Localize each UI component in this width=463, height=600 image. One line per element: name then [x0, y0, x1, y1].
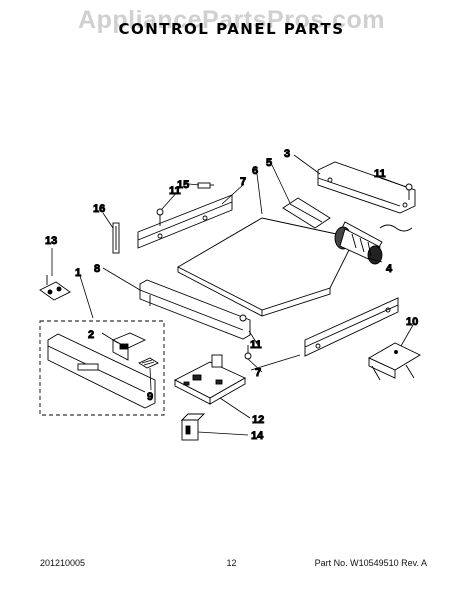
part-rear-rail	[317, 161, 416, 214]
part-front-rail	[139, 279, 251, 340]
page-title: CONTROL PANEL PARTS	[118, 20, 345, 38]
part-screw-11-top	[156, 208, 164, 226]
watermark: AppliancePartsPros.com	[78, 6, 385, 34]
callout-2: 2	[88, 329, 94, 341]
callout-13: 13	[45, 235, 57, 247]
leader-lines	[51, 154, 414, 436]
callout-7-upper: 7	[240, 176, 246, 188]
footer-doc-number: 201210005	[40, 558, 86, 568]
callout-7-lower: 7	[255, 367, 261, 379]
callout-12: 12	[252, 414, 264, 426]
part-control-board	[174, 354, 246, 405]
footer-part-number: Part No. W10549510 Rev. A	[314, 558, 427, 568]
part-relay	[180, 413, 206, 441]
callout-10: 10	[406, 316, 418, 328]
part-top-panel	[177, 217, 356, 317]
callout-14: 14	[251, 430, 264, 442]
footer-page-number: 12	[226, 558, 237, 568]
part-side-rail-left	[137, 194, 233, 249]
callout-15: 15	[177, 179, 189, 191]
callout-6: 6	[252, 165, 258, 177]
callout-4: 4	[386, 263, 393, 275]
callout-3: 3	[284, 148, 290, 160]
callout-11-left: 11	[169, 185, 181, 197]
part-switch-13	[39, 275, 71, 301]
callout-11-center: 11	[250, 339, 262, 351]
callout-11-right: 11	[374, 168, 386, 180]
callout-8: 8	[94, 263, 100, 275]
part-screw-15	[197, 182, 214, 189]
part-thin-bracket	[112, 222, 120, 254]
callout-1: 1	[75, 267, 81, 279]
callout-9: 9	[147, 391, 153, 403]
part-control-assembly-box	[39, 320, 165, 416]
part-blower-fan	[334, 221, 413, 265]
callout-16: 16	[93, 203, 105, 215]
part-bracket-10	[368, 342, 421, 381]
callouts: 1 2 3 4 5 6 7 7 8 9 10 11 11 11 12 13 14…	[45, 148, 419, 443]
part-side-rail-right	[304, 297, 399, 357]
callout-5: 5	[266, 157, 272, 169]
part-bracket-5	[282, 197, 331, 229]
